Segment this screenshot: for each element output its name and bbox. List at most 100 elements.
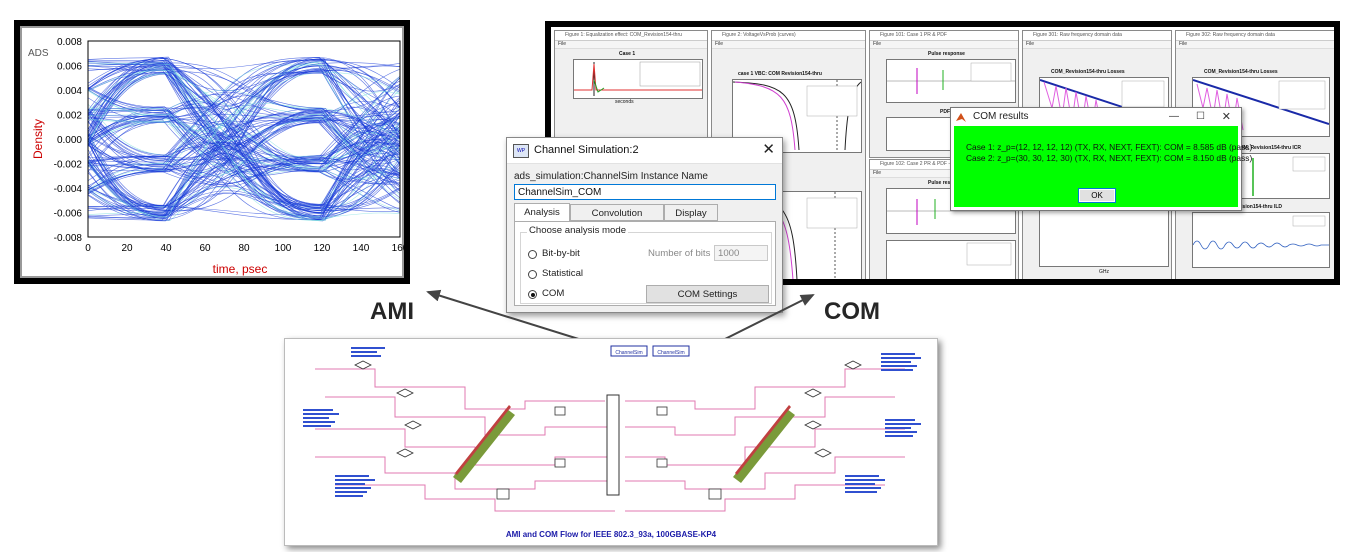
file-menu[interactable]: File bbox=[1023, 41, 1171, 49]
result-line-1: Case 1: z_p=(12, 12, 12, 12) (TX, RX, NE… bbox=[966, 142, 1253, 152]
plot-axes bbox=[573, 59, 703, 99]
com-settings-button[interactable]: COM Settings bbox=[646, 285, 769, 303]
eye-trace bbox=[88, 69, 400, 170]
eye-trace bbox=[88, 100, 400, 162]
schematic-drawing: ChannelSim ChannelSim bbox=[303, 345, 921, 512]
file-menu[interactable]: File bbox=[712, 41, 865, 49]
com-results-dialog: COM results — ☐ ✕ Case 1: z_p=(12, 12, 1… bbox=[950, 107, 1253, 211]
com-results-titlebar: COM results — ☐ ✕ bbox=[951, 108, 1241, 126]
eye-trace bbox=[88, 91, 400, 142]
ads-schematic-panel: ChannelSim ChannelSim bbox=[284, 338, 938, 546]
ok-button[interactable]: OK bbox=[1078, 188, 1116, 203]
ads-label: ADS bbox=[28, 48, 49, 59]
eye-trace bbox=[88, 109, 400, 159]
window-title: Figure 1: Equalization effect: COM_Revis… bbox=[555, 31, 707, 41]
eye-trace bbox=[88, 108, 400, 212]
number-of-bits-label: Number of bits bbox=[648, 248, 711, 259]
window-title: Figure 101: Case 1 PR & PDF bbox=[870, 31, 1018, 41]
eye-trace bbox=[88, 57, 400, 143]
radio-com[interactable] bbox=[528, 290, 537, 299]
x-axis-label: seconds bbox=[615, 99, 634, 105]
eye-trace bbox=[88, 70, 400, 110]
x-tick-label: 140 bbox=[353, 243, 370, 254]
eye-trace bbox=[88, 95, 400, 156]
eye-trace bbox=[88, 118, 400, 210]
eye-trace bbox=[88, 72, 400, 221]
minimize-icon[interactable]: — bbox=[1169, 111, 1179, 122]
eye-trace bbox=[88, 110, 400, 203]
eye-trace bbox=[88, 113, 400, 210]
eye-trace bbox=[88, 103, 400, 176]
eye-trace bbox=[88, 58, 400, 172]
y-tick-label: 0.000 bbox=[57, 135, 82, 146]
dialog-title: Channel Simulation:2 bbox=[534, 144, 639, 156]
eye-trace bbox=[88, 60, 400, 162]
eye-trace bbox=[88, 116, 400, 168]
x-tick-label: 60 bbox=[199, 243, 211, 254]
eye-trace bbox=[88, 117, 400, 195]
eye-trace bbox=[88, 59, 400, 207]
tab-display[interactable]: Display bbox=[664, 204, 718, 221]
radio-bit-by-bit[interactable] bbox=[528, 250, 537, 259]
plot-axes bbox=[886, 59, 1016, 103]
maximize-icon[interactable]: ☐ bbox=[1196, 111, 1205, 122]
prob-curves bbox=[732, 80, 862, 152]
plot-title: COM_Revision154-thru Losses bbox=[1204, 69, 1278, 75]
y-tick-label: 0.002 bbox=[57, 111, 82, 122]
tab-convolution[interactable]: Convolution bbox=[570, 204, 664, 221]
ami-label: AMI bbox=[370, 298, 414, 325]
file-menu[interactable]: File bbox=[870, 41, 1018, 49]
ild-title: Revision154-thru ILD bbox=[1232, 204, 1283, 210]
close-icon[interactable]: ✕ bbox=[1221, 111, 1231, 123]
instance-name-input[interactable]: ChannelSim_COM bbox=[514, 184, 776, 200]
eye-trace bbox=[88, 89, 400, 200]
eye-trace bbox=[88, 72, 400, 222]
eye-diagram-plot: ADS 0.0080.0060.0040.0020.000-0.002-0.00… bbox=[28, 37, 404, 276]
eye-trace bbox=[88, 137, 400, 216]
eye-trace bbox=[88, 113, 400, 209]
file-menu[interactable]: File bbox=[870, 170, 1018, 178]
y-tick-label: 0.006 bbox=[57, 62, 82, 73]
plot-title: COM_Revision154-thru Losses bbox=[1051, 69, 1125, 75]
eye-trace bbox=[88, 63, 400, 218]
ild-axes bbox=[1192, 212, 1330, 268]
eye-trace bbox=[88, 114, 400, 178]
number-of-bits-input[interactable]: 1000 bbox=[714, 245, 768, 261]
window-title: Figure 302: Raw frequency domain data bbox=[1176, 31, 1334, 41]
y-tick-label: -0.006 bbox=[54, 209, 83, 220]
file-menu[interactable]: File bbox=[555, 41, 707, 49]
eye-trace bbox=[88, 108, 400, 163]
tab-analysis[interactable]: Analysis bbox=[514, 203, 570, 222]
x-tick-label: 160 bbox=[392, 243, 404, 254]
eye-trace bbox=[88, 69, 400, 213]
eye-trace bbox=[88, 142, 400, 217]
eye-trace bbox=[88, 68, 400, 138]
schematic-caption: AMI and COM Flow for IEEE 802.3_93a, 100… bbox=[505, 530, 717, 539]
analysis-mode-group bbox=[520, 232, 772, 304]
eye-trace bbox=[88, 72, 400, 159]
eye-trace bbox=[88, 146, 400, 221]
pdf-title: PDF bbox=[940, 109, 950, 115]
window-title: Figure 301: Raw frequency domain data bbox=[1023, 31, 1171, 41]
eye-trace bbox=[88, 108, 400, 222]
x-tick-label: 120 bbox=[314, 243, 331, 254]
eye-trace bbox=[88, 69, 400, 191]
y-tick-label: 0.004 bbox=[57, 86, 82, 97]
eye-trace bbox=[88, 111, 400, 214]
channel-simulation-dialog: WP Channel Simulation:2 ✕ ads_simulation… bbox=[506, 137, 783, 313]
eye-trace bbox=[88, 71, 400, 147]
y-tick-label: -0.008 bbox=[54, 233, 83, 244]
eye-trace bbox=[88, 62, 400, 159]
equalization-curves bbox=[574, 61, 702, 96]
window-title: Figure 102: Case 2 PR & PDF - COM_Revisi… bbox=[870, 160, 1018, 170]
radio-statistical[interactable] bbox=[528, 270, 537, 279]
file-menu[interactable]: File bbox=[1176, 41, 1334, 49]
close-icon[interactable]: ✕ bbox=[762, 141, 775, 158]
x-tick-label: 100 bbox=[275, 243, 292, 254]
eye-trace bbox=[88, 61, 400, 220]
eye-trace bbox=[88, 62, 400, 196]
loss-curves-2 bbox=[1192, 79, 1330, 131]
eye-trace bbox=[88, 106, 400, 217]
eye-trace bbox=[88, 109, 400, 212]
